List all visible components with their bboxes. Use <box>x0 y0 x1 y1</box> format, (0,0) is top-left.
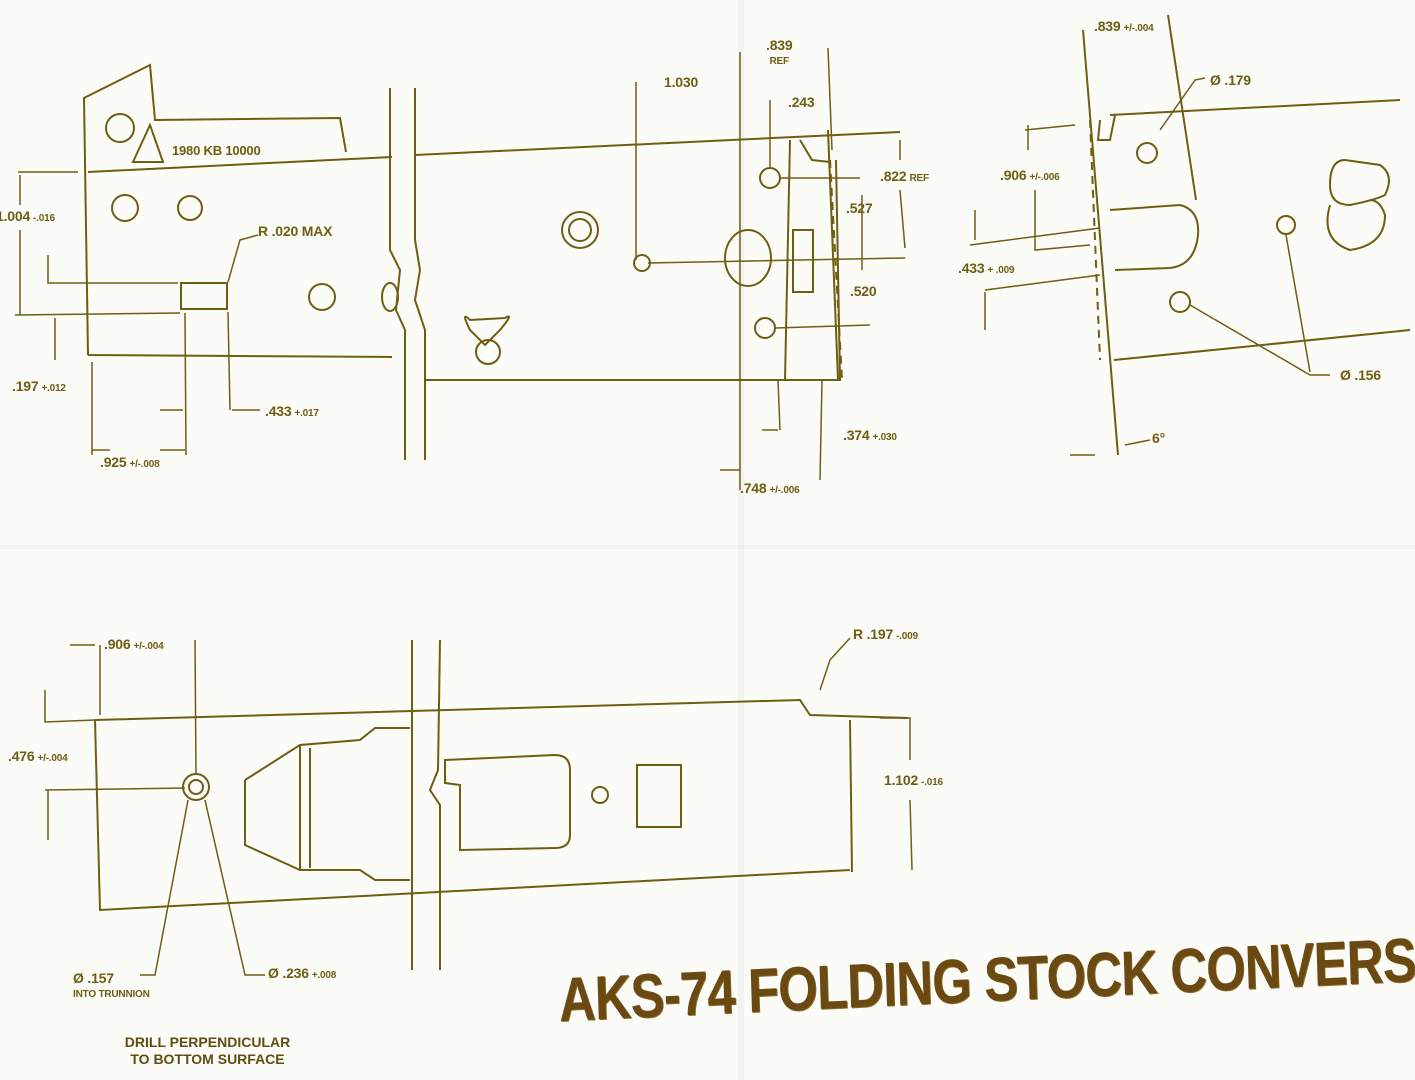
strap <box>411 639 441 970</box>
dimension-label: R .197-.009 <box>853 626 918 642</box>
dimension-label: Ø .236+.008 <box>268 965 337 981</box>
hole <box>177 195 203 221</box>
dimension-label: Ø .156 <box>1340 367 1381 383</box>
outline <box>1082 14 1411 456</box>
dashed-edge <box>829 159 843 381</box>
hole <box>381 282 399 312</box>
dimension-label: .433+ .009 <box>958 260 1015 276</box>
dimension-lines <box>44 637 913 976</box>
dimension-lines <box>969 77 1330 456</box>
keyhole <box>1326 158 1390 252</box>
dimension-label: 1.004-.016 <box>0 208 55 224</box>
dimension-note: INTO TRUNNION <box>73 989 150 1000</box>
outline <box>94 698 909 912</box>
hole <box>182 773 210 801</box>
dimension-label: .433+.017 <box>265 403 319 419</box>
hole <box>561 211 599 249</box>
dimension-label: .748+/-.006 <box>740 480 800 496</box>
dashed-edge <box>1089 119 1101 361</box>
dimension-label: Ø .179 <box>1210 72 1251 88</box>
dimension-label: .520 <box>850 283 877 299</box>
hole <box>754 317 776 339</box>
dimension-label: Ø .157 <box>73 970 114 986</box>
dimension-label: .374+.030 <box>843 427 897 443</box>
dimension-label: .197+.012 <box>12 378 66 394</box>
pocket <box>792 229 814 293</box>
slot <box>636 764 682 828</box>
hole <box>591 786 609 804</box>
strap-left <box>389 88 426 460</box>
dimension-label: 1.030 <box>664 74 699 90</box>
receiver-outline <box>82 63 393 358</box>
hole <box>111 194 139 222</box>
hole <box>724 229 772 287</box>
dimension-label: .839+/-.004 <box>1094 18 1154 34</box>
wingnut-icon <box>464 315 510 347</box>
slot <box>180 282 228 310</box>
dimension-label: 1.102-.016 <box>884 772 943 788</box>
dimension-lines <box>14 171 260 456</box>
stamp-text: 1980 KB 10000 <box>172 143 261 158</box>
dimension-label: .243 <box>788 94 815 110</box>
receiver-side-view <box>414 47 906 490</box>
hole <box>759 167 781 189</box>
dimension-label: .925+/-.008 <box>100 454 160 470</box>
dimension-lines <box>635 47 906 490</box>
warning-triangle-icon <box>131 122 165 163</box>
dimension-label: .906+/-.004 <box>104 636 164 652</box>
receiver-bottom-view <box>44 637 913 976</box>
dimension-label: .906+/-.006 <box>1000 167 1060 183</box>
dimension-label: .527 <box>846 200 873 216</box>
hole <box>1276 215 1296 235</box>
dimension-label: 6° <box>1152 430 1165 446</box>
hole <box>568 218 592 242</box>
trigger-cutout <box>444 753 571 852</box>
hole <box>105 113 135 143</box>
hole <box>1136 142 1158 164</box>
trunnion-shape <box>244 727 410 881</box>
stock-block-view <box>969 14 1411 456</box>
hole <box>308 283 336 311</box>
dimension-label: .476+/-.004 <box>8 748 68 764</box>
dimension-label: R .020 MAX <box>258 223 333 239</box>
rear-trunnion-side-view <box>14 63 426 460</box>
hole <box>1169 291 1191 313</box>
